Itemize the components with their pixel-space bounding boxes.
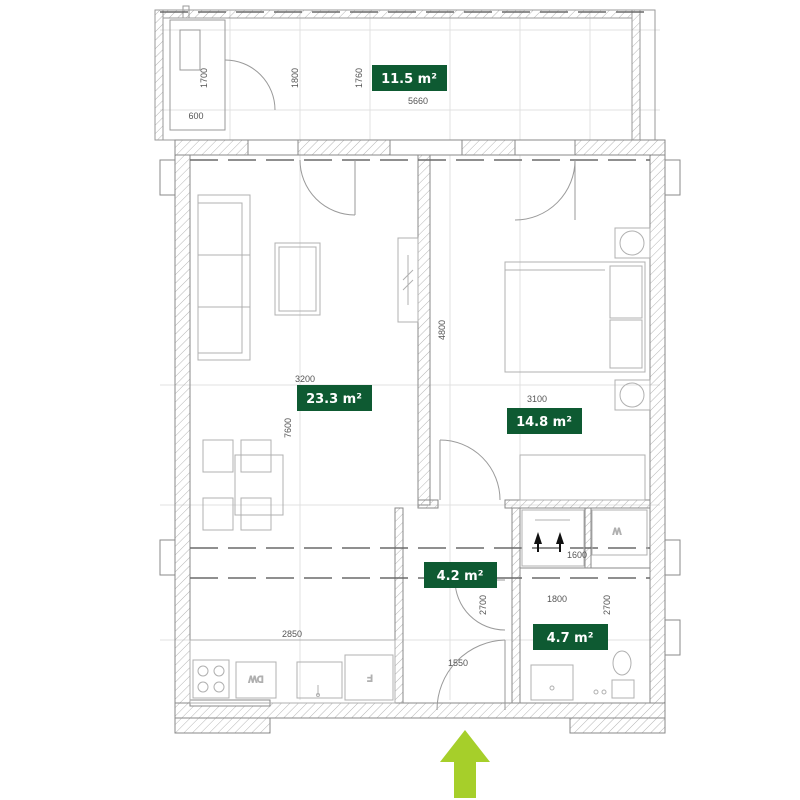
dim-storage-depth: 1700 [199,68,209,88]
bathroom-fixtures: W [521,509,648,701]
bathroom-area: 4.7 m² [547,631,594,646]
dining-table [202,439,284,531]
bed-icon [504,261,646,373]
sink-icon [296,661,343,699]
dim-balcony-depth-a: 1800 [290,68,300,88]
dim-wardrobe-width: 1600 [567,550,587,560]
dishwasher-label: DW [248,674,263,684]
dishwasher [235,661,277,699]
balcony-door-swing [224,59,276,111]
entrance-arrow-icon [440,730,490,798]
fridge [344,654,394,701]
balcony-area-badge: 11.5 m² [372,65,447,91]
nightstand-top [614,227,651,259]
dim-kitchen-width: 2850 [282,629,302,639]
dim-bedroom-width: 3100 [527,394,547,404]
toilet-icon [611,650,635,699]
coffee-table [274,242,321,316]
badge-bg [507,408,582,434]
hall-area: 4.2 m² [437,569,484,584]
dim-bath-width: 1800 [547,594,567,604]
dim-bedroom-length: 4800 [437,320,447,340]
badge-bg [424,562,497,588]
section-lines [160,11,650,579]
sink-icon [530,664,574,701]
kitchen: DW F [189,639,396,704]
tv-icon [397,237,419,323]
washer [591,509,648,556]
living-room-area-badge: 23.3 m² [297,385,372,411]
interior-walls [394,154,651,704]
balcony [154,5,656,141]
badge-bg [297,385,372,411]
dim-hall-width: 1550 [448,658,468,668]
dim-hall-depth: 2700 [478,595,488,615]
bathroom-area-badge: 4.7 m² [533,624,608,650]
wardrobe-arrows [534,532,564,552]
living-room-area: 23.3 m² [306,392,362,407]
bedroom-area-badge: 14.8 m² [507,408,582,434]
dim-balcony-depth-b: 1760 [354,68,364,88]
hall-area-badge: 4.2 m² [424,562,497,588]
balcony-area: 11.5 m² [381,72,437,87]
dimension-labels: 5660 1800 1760 1700 600 3200 7600 3100 4… [188,68,612,668]
sofa-icon [197,194,251,361]
wardrobe-small [521,509,585,567]
living-room-furniture [197,194,419,531]
fridge-label: F [367,673,373,683]
stove-icon [192,659,230,699]
dim-storage-width: 600 [188,111,203,121]
bedroom-area: 14.8 m² [516,415,572,430]
dim-living-width: 3200 [295,374,315,384]
dim-bath-depth: 2700 [602,595,612,615]
badge-bg [372,65,447,91]
wardrobe [519,454,646,501]
badge-bg [533,624,608,650]
nightstand-bottom [614,379,651,411]
dim-living-length: 7600 [283,418,293,438]
construction-grid [160,10,660,700]
washer-label: W [612,526,621,536]
dim-balcony-width: 5660 [408,96,428,106]
bedroom-furniture [504,227,651,501]
